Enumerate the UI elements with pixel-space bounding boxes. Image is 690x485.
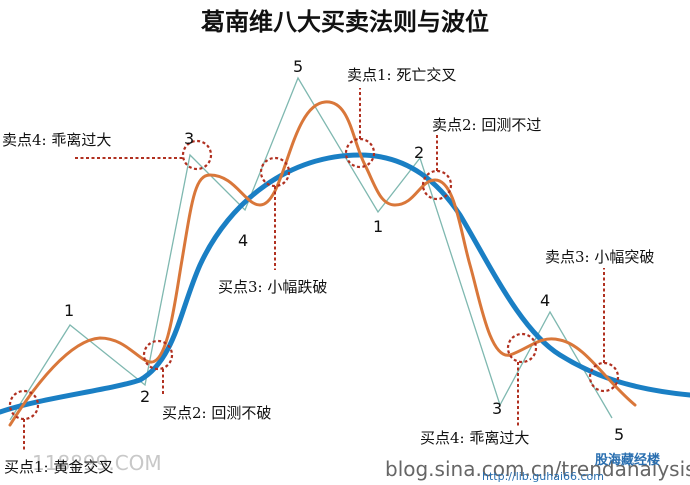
label-sell-3: 卖点3: 小幅突破 (545, 248, 654, 266)
marker-buy-2 (142, 339, 174, 371)
wave-up-2: 2 (140, 387, 150, 406)
label-sell-4: 卖点4: 乖离过大 (2, 131, 111, 149)
watermark-site-url: http://lib.guhai66.com (482, 470, 604, 483)
diagram-title: 葛南维八大买卖法则与波位 (201, 7, 489, 36)
wave-line (9, 76, 613, 421)
label-sell-2: 卖点2: 回测不过 (432, 116, 541, 134)
wave-down-3: 3 (492, 399, 502, 418)
label-buy-2: 买点2: 回测不破 (162, 404, 271, 422)
marker-buy-4 (506, 332, 538, 364)
watermark-blog: blog.sina.com.cn/trendanalysis (385, 457, 690, 481)
watermark-site-name: 股海藏经楼 (595, 452, 660, 468)
label-buy-1: 买点1: 黄金交叉 (4, 458, 113, 476)
label-buy-3: 买点3: 小幅跌破 (218, 278, 327, 296)
marker-buy-3 (259, 156, 291, 188)
wave-down-4: 4 (540, 291, 550, 310)
wave-up-1: 1 (64, 301, 74, 320)
wave-down-5: 5 (614, 425, 624, 444)
watermark-left: 118899.COM (32, 451, 162, 475)
marker-sell-3 (588, 361, 620, 393)
wave-down-2: 2 (414, 143, 424, 162)
marker-sell-4 (181, 139, 213, 171)
marker-sell-2 (421, 169, 453, 201)
wave-up-4: 4 (238, 231, 248, 250)
wave-down-1: 1 (373, 217, 383, 236)
wave-up-5: 5 (293, 57, 303, 76)
marker-buy-1 (8, 389, 40, 421)
marker-sell-1 (344, 137, 376, 169)
price-curve (8, 100, 637, 427)
label-buy-4: 买点4: 乖离过大 (420, 429, 529, 447)
wave-up-3: 3 (184, 129, 194, 148)
label-sell-1: 卖点1: 死亡交叉 (347, 66, 456, 84)
